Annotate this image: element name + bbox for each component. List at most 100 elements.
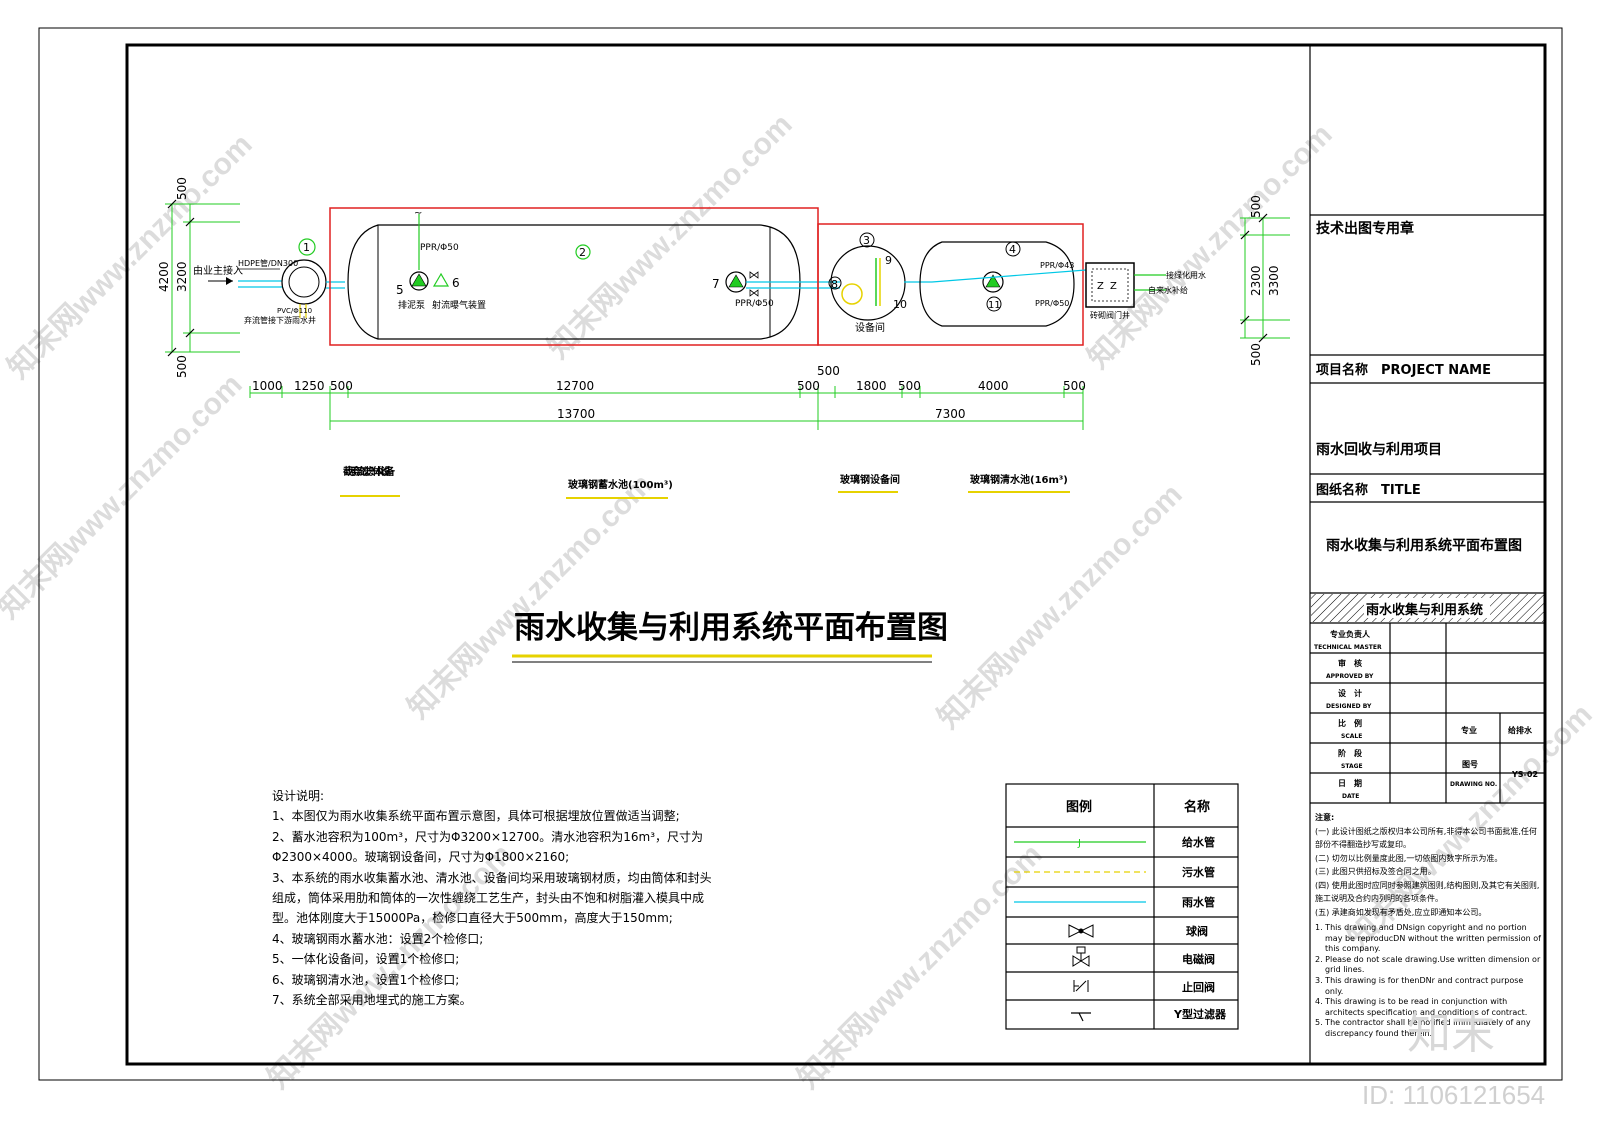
y-strainer-icon	[1071, 1012, 1091, 1022]
tb-note-cn: (三) 此图只供招标及签合同之用。	[1315, 867, 1436, 876]
legend-name-sewage: 污水管	[1182, 865, 1215, 879]
ppr50-top-label: PPR/Φ50	[420, 243, 459, 253]
tb-row-en: SCALE	[1341, 733, 1362, 740]
ppr43-label: PPR/Φ43	[1040, 261, 1074, 270]
right-dimensions	[1240, 217, 1290, 339]
tb-stamp: 技术出图专用章	[1316, 220, 1414, 237]
svg-text:Z: Z	[1110, 281, 1117, 292]
tb-note-en: 2. Please do not scale drawing.Use writt…	[1315, 954, 1541, 975]
caption-clear: 玻璃钢清水池(16m³)	[970, 473, 1068, 486]
inner-border	[125, 43, 1547, 1066]
dim-1800: 1800	[856, 379, 887, 393]
dim-500-a: 500	[330, 379, 353, 393]
valve-well-label: 砖砌阀门井	[1090, 310, 1130, 320]
tb-title-label: 图纸名称 TITLE	[1316, 482, 1421, 498]
marker-9: 9	[885, 254, 892, 267]
watermark-logo: 知末	[1407, 1008, 1495, 1059]
tb-discipline-value: 给排水	[1508, 725, 1533, 735]
legend-name-y-strainer: Y型过滤器	[1173, 1007, 1227, 1021]
tb-drawing-no-en: DRAWING NO.	[1450, 781, 1497, 788]
dim-left-3200: 3200	[175, 261, 189, 292]
svg-text:J: J	[1077, 838, 1081, 849]
design-note-item: 3、本系统的雨水收集蓄水池、清水池、设备间均采用玻璃钢材质，均由筒体和封头组成，…	[272, 870, 712, 926]
ppr50-mid-label: PPR/Φ50	[735, 299, 774, 309]
overflow-label: 弃流管接下游雨水井	[244, 315, 316, 325]
dim-right-500-top: 500	[1249, 195, 1263, 218]
clear-tank-4	[919, 241, 1075, 327]
tb-row-cn: 阶 段	[1338, 748, 1362, 758]
dim-13700: 13700	[557, 407, 595, 421]
tb-row-cn: 日 期	[1338, 778, 1362, 788]
sludge-pump-icon	[409, 271, 429, 291]
legend-name-supply: 给水管	[1182, 835, 1215, 849]
tb-drawing-no: YS-02	[1511, 770, 1538, 779]
watermark-text: 知末网www.znzmo.com	[1082, 118, 1339, 375]
filter-unit-icon	[841, 283, 863, 305]
marker-4	[1005, 241, 1021, 257]
dim-1000: 1000	[252, 379, 283, 393]
marker-6: 6	[452, 276, 460, 290]
tb-row-en: DESIGNED BY	[1326, 703, 1372, 710]
svg-text:11: 11	[988, 300, 1001, 311]
id-watermark: ID: 1106121654	[1362, 1080, 1546, 1110]
legend-name-solenoid: 电磁阀	[1182, 952, 1215, 966]
check-valve-icon	[1073, 980, 1089, 992]
caption-filter: 截污弃流过滤一体化设备	[343, 465, 396, 478]
equip-room-label: 设备间	[855, 321, 885, 334]
marker-8: 8	[831, 278, 838, 291]
marker-1	[298, 238, 316, 256]
tb-row-en: STAGE	[1341, 763, 1363, 770]
dim-1250: 1250	[294, 379, 325, 393]
watermark-text: 知末网www.znzmo.com	[0, 368, 249, 625]
legend-name-check: 止回阀	[1182, 980, 1215, 994]
tb-note-cn: (二) 切勿以比例量度此图,一切依图内数字所示为准。	[1315, 853, 1503, 863]
tap-refill-label: 自来水补给	[1148, 285, 1188, 295]
tb-note-cn: (四) 使用此图时应同时参照建筑图则,结构图则,及其它有关图则,施工说明及合约内…	[1315, 880, 1540, 904]
aerator-label: 射流曝气装置	[432, 299, 486, 311]
caption-equip: 玻璃钢设备间	[840, 473, 900, 486]
legend-table	[1005, 783, 1239, 1030]
green-water-label: 接绿化用水	[1166, 270, 1206, 280]
tb-row-cn: 比 例	[1338, 718, 1362, 728]
dim-left-4200: 4200	[157, 261, 171, 292]
design-note-item: 5、一体化设备间，设置1个检修口;	[272, 952, 460, 967]
design-note-item: 1、本图仅为雨水收集系统平面布置示意图，具体可根据埋放位置做适当调整;	[272, 809, 680, 824]
tb-note-en: 5. The contractor shall be notified imme…	[1315, 1018, 1531, 1038]
tb-note-cn: (五) 承建商如发现有矛盾处,应立即通知本公司。	[1315, 907, 1487, 917]
tb-title: 雨水收集与利用系统平面布置图	[1326, 537, 1522, 554]
marker-7: 7	[712, 277, 720, 291]
dim-4000: 4000	[978, 379, 1009, 393]
tb-project-name: 雨水回收与利用项目	[1316, 441, 1442, 458]
equipment-room-3	[830, 245, 906, 321]
dim-500-b: 500	[797, 379, 820, 393]
valve-well-fittings: Z	[1097, 281, 1104, 292]
marker-5: 5	[396, 283, 404, 297]
valve-well	[1085, 262, 1135, 308]
sludge-pump-label: 排泥泵	[398, 299, 425, 311]
tb-discipline-label: 专业	[1461, 725, 1477, 735]
dim-12700: 12700	[556, 379, 594, 393]
dim-right-2300: 2300	[1249, 265, 1263, 296]
outer-border	[38, 27, 1563, 1081]
marker-11	[986, 296, 1002, 312]
marker-10: 10	[893, 298, 907, 311]
svg-text:1: 1	[303, 241, 310, 254]
pump-11-icon	[982, 271, 1004, 293]
legend-header-symbol: 图例	[1066, 799, 1092, 815]
dimension-lines	[249, 386, 1084, 430]
caption-storage: 玻璃钢蓄水池(100m³)	[568, 478, 673, 491]
tb-row-en: DATE	[1342, 793, 1359, 800]
design-note-item: 2、蓄水池容积为100m³，尺寸为Φ3200×12700。清水池容积为16m³，…	[272, 829, 704, 865]
ppr50-right-label: PPR/Φ50	[1035, 299, 1069, 308]
legend-header-name: 名称	[1184, 799, 1210, 815]
hdpe-label: HDPE管/DN300	[238, 258, 298, 268]
svg-text:2: 2	[579, 246, 586, 259]
design-notes-title: 设计说明:	[272, 789, 325, 803]
tb-note-en: 3. This drawing is for thenDNr and contr…	[1315, 975, 1524, 996]
vent-symbol: ~	[414, 208, 422, 219]
tb-row-cn: 设 计	[1338, 688, 1362, 698]
dim-left-500-top: 500	[175, 177, 189, 200]
tb-note-en: 1. This drawing and DNsign copyright and…	[1315, 923, 1541, 954]
dim-500-e: 500	[1063, 379, 1086, 393]
